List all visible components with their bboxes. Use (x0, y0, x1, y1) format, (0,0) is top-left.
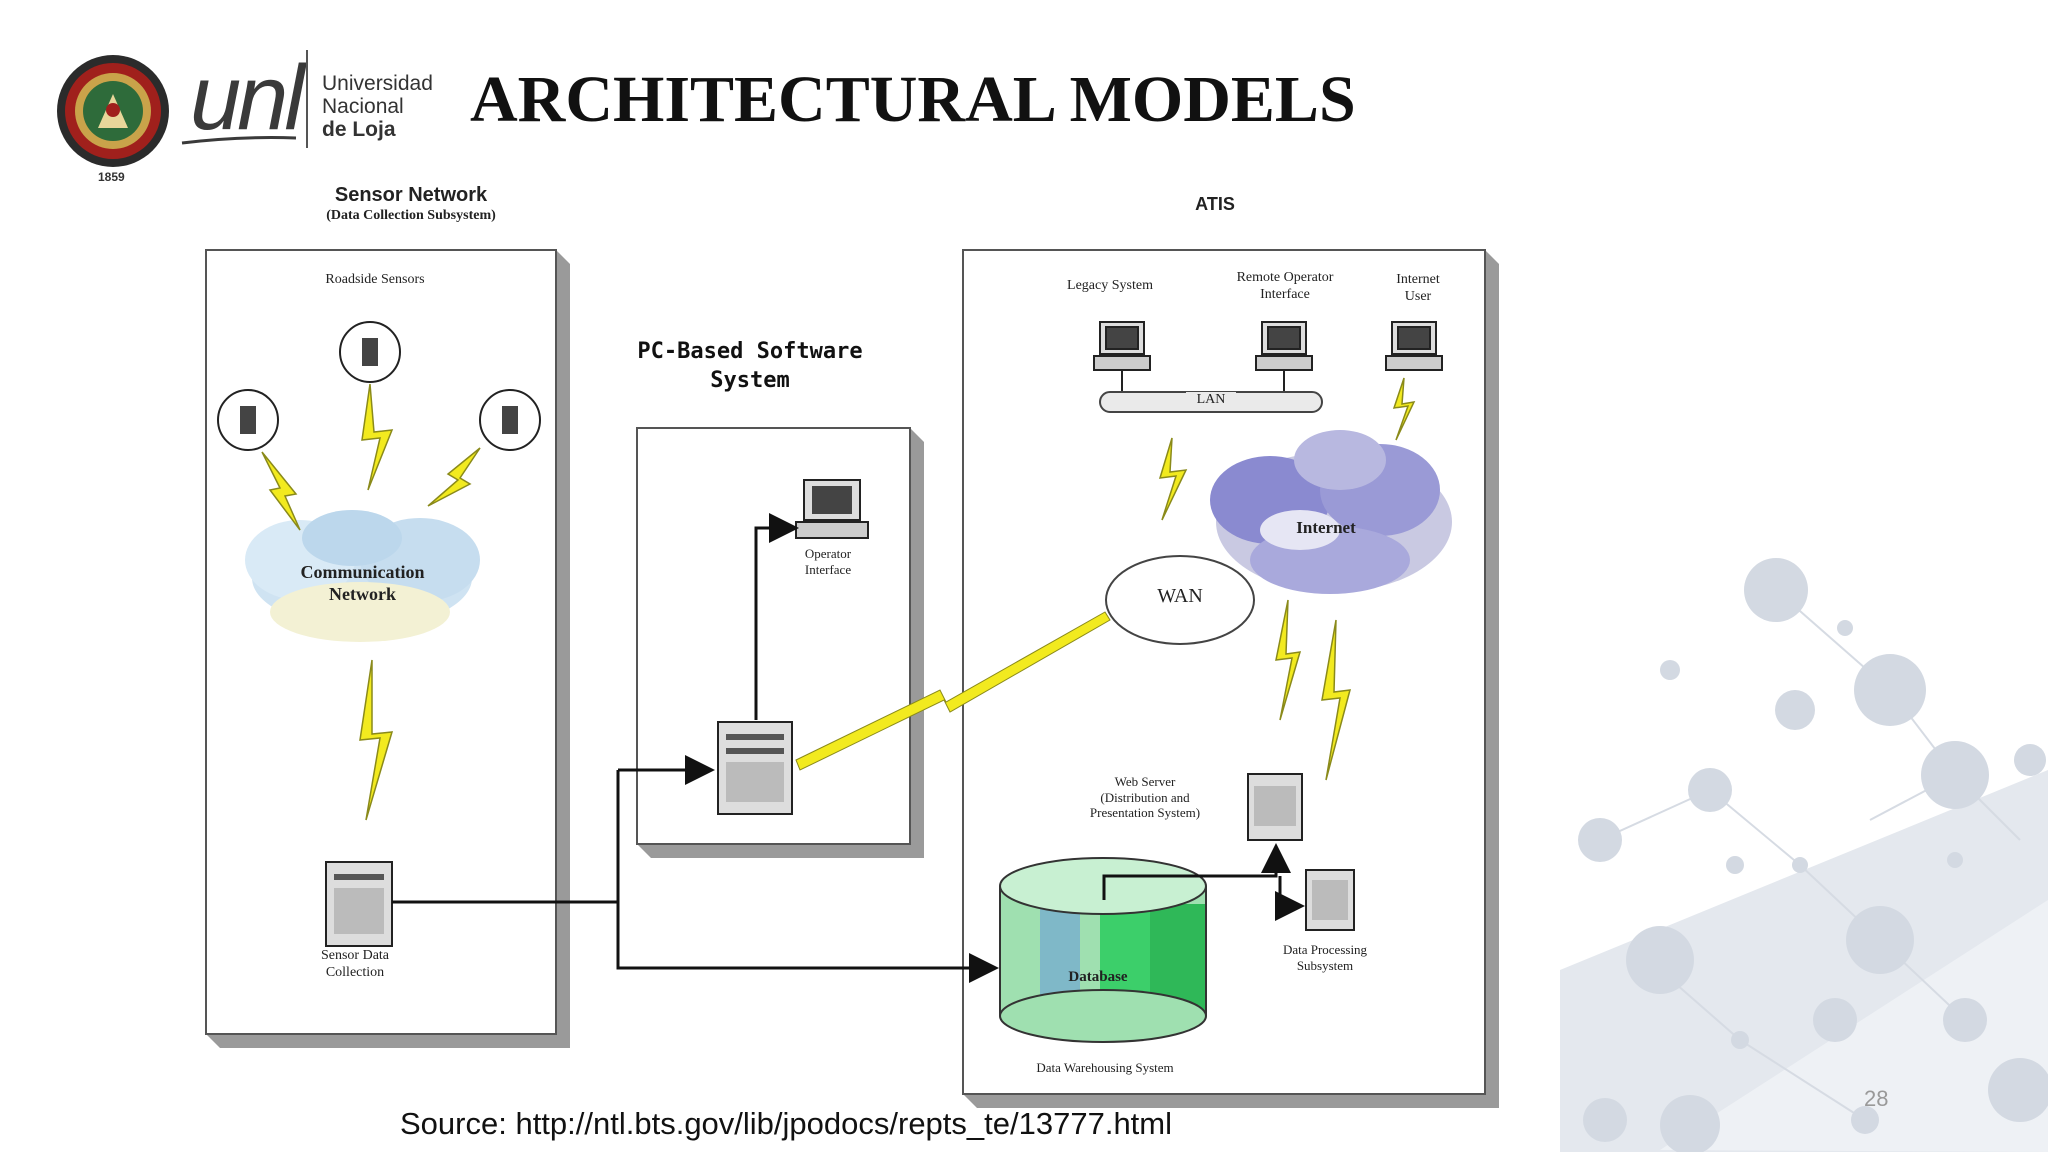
operator-interface-line2: Interface (804, 561, 852, 577)
web-server (1247, 773, 1303, 841)
internet-user-line1: Internet (1396, 272, 1440, 287)
page-number: 28 (1864, 1086, 1889, 1111)
data-processing-label: Data Processing Subsystem (1250, 942, 1400, 973)
wan-label: WAN (1157, 585, 1203, 607)
pc-based-system-line1: PC-Based Software (637, 339, 863, 364)
unl-logo-mark: unl (190, 47, 305, 149)
communication-network-label-line1: Communication (300, 562, 425, 582)
internet-user-label: Internet User (1376, 272, 1460, 306)
database-label: Database (1068, 969, 1128, 985)
remote-operator-label: Remote Operator Interface (1210, 270, 1360, 304)
operator-interface-computer (795, 479, 869, 539)
university-name-line2: Nacional (322, 95, 404, 118)
data-processing-line1: Data Processing (1282, 942, 1368, 957)
university-name-line3: de Loja (322, 118, 396, 141)
internet-label: Internet (1296, 518, 1356, 537)
data-processing-line2: Subsystem (1296, 957, 1354, 973)
university-name-line1: Universidad (322, 72, 433, 95)
legacy-system-label: Legacy System (1067, 278, 1153, 293)
operator-interface-line1: Operator (804, 546, 852, 561)
remote-operator-line2: Interface (1260, 286, 1310, 302)
atis-header: ATIS (1195, 194, 1235, 214)
seal-year: 1859 (98, 170, 125, 184)
web-server-line3: Presentation System) (1089, 805, 1201, 821)
sensor-data-collection-line1: Sensor Data (320, 948, 390, 963)
web-server-line1: Web Server (1114, 774, 1176, 789)
university-name: Universidad Nacional de Loja (322, 72, 433, 141)
database-cylinder (999, 857, 1207, 1043)
web-server-line2: (Distribution and (1100, 789, 1190, 805)
slide-title: ARCHITECTURAL MODELS (470, 63, 1356, 136)
lan-label: LAN (1186, 392, 1236, 409)
logo-divider (306, 50, 308, 148)
university-seal (57, 55, 169, 167)
operator-interface-label: Operator Interface (780, 546, 876, 577)
data-warehousing-label: Data Warehousing System (1036, 1060, 1174, 1075)
communication-network-label: Communication Network (280, 562, 445, 605)
pc-based-system-line2: System (710, 367, 790, 393)
pc-based-system-label: PC-Based Software System (620, 338, 880, 395)
communication-network-label-line2: Network (329, 583, 396, 604)
logo-underline (181, 136, 297, 145)
data-processing-server (1305, 869, 1355, 931)
internet-cloud (1210, 430, 1452, 594)
sensor-network-subheader: (Data Collection Subsystem) (326, 208, 496, 223)
sensor-data-collection-label: Sensor Data Collection (290, 948, 420, 982)
communication-network-cloud (245, 510, 480, 642)
remote-operator-line1: Remote Operator (1236, 270, 1334, 285)
sensor-data-server (325, 861, 393, 947)
source-citation: Source: http://ntl.bts.gov/lib/jpodocs/r… (400, 1106, 1173, 1141)
sensor-data-collection-line2: Collection (325, 964, 385, 980)
roadside-sensors-label: Roadside Sensors (325, 272, 425, 287)
wan-cloud (1105, 555, 1255, 645)
sensor-network-header: Sensor Network (334, 184, 488, 206)
pc-to-wan-link (795, 611, 1111, 771)
pc-server (717, 721, 793, 815)
internet-user-line2: User (1404, 288, 1432, 304)
web-server-label: Web Server (Distribution and Presentatio… (1060, 774, 1230, 821)
background-network-graphic (1560, 558, 2048, 1152)
